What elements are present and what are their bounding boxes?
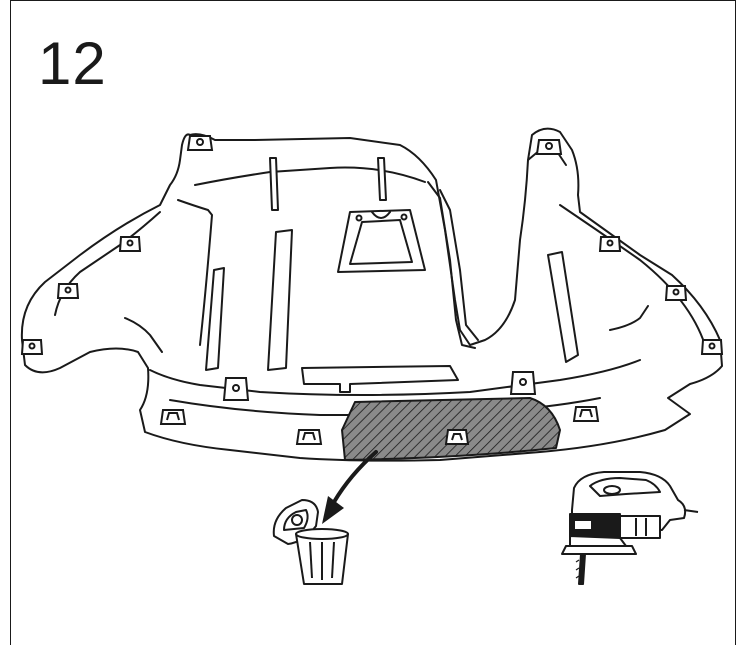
hatched-cut-section <box>341 397 561 461</box>
waste-bin-icon <box>295 528 349 585</box>
step-number: 12 <box>38 30 107 97</box>
instruction-panel <box>10 0 736 645</box>
skid-plate-icon <box>20 127 723 462</box>
mounting-points <box>20 135 724 445</box>
jigsaw-icon <box>561 471 699 585</box>
curved-arrow-icon <box>322 450 378 524</box>
